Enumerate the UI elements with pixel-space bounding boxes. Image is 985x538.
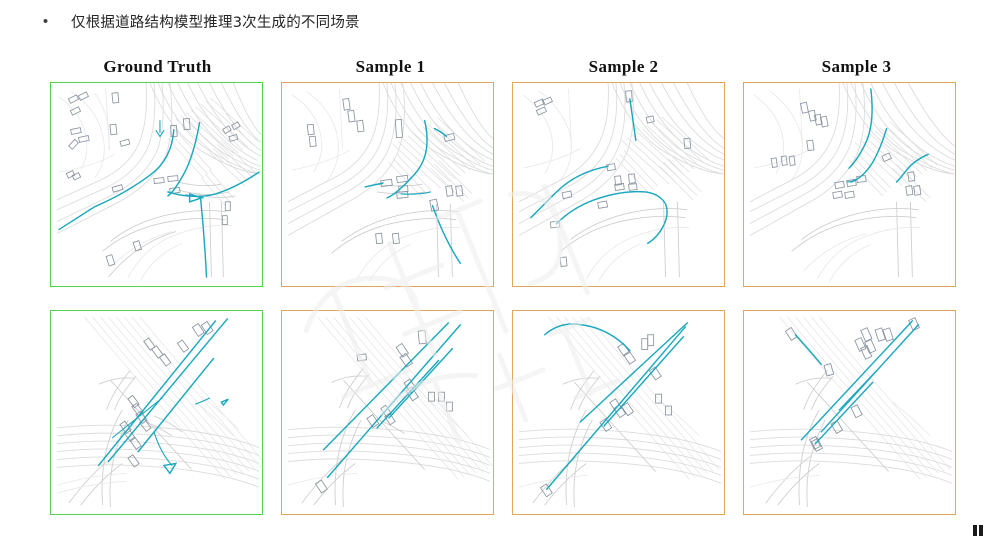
corner-mark — [973, 525, 983, 536]
scene-row-1 — [50, 82, 965, 287]
scene-render-sample-1-1 — [287, 83, 493, 283]
column-header-row: Ground Truth Sample 1 Sample 2 Sample 3 — [50, 56, 965, 82]
comparison-grid: Ground Truth Sample 1 Sample 2 Sample 3 — [50, 56, 965, 538]
panel-sample-3-scene-2[interactable] — [743, 310, 956, 515]
scene-render-sample-3-2 — [749, 316, 953, 508]
scene-render-sample-3-1 — [749, 83, 955, 283]
panel-sample-1-scene-1[interactable] — [281, 82, 494, 287]
panel-ground-truth-scene-2[interactable] — [50, 310, 263, 515]
panel-ground-truth-scene-1[interactable] — [50, 82, 263, 287]
column-header-sample-2: Sample 2 — [588, 57, 659, 76]
scene-render-ground-truth-1 — [56, 83, 262, 282]
panel-sample-2-scene-2[interactable] — [512, 310, 725, 515]
bullet-marker: • — [42, 12, 49, 30]
scene-render-sample-2-2 — [518, 316, 722, 508]
bullet-line: • 仅根据道路结构模型推理3次生成的不同场景 — [0, 5, 985, 37]
scene-row-2 — [50, 310, 965, 515]
column-header-ground-truth: Ground Truth — [103, 57, 212, 76]
scene-render-sample-2-1 — [518, 83, 724, 283]
corner-mark-bar-2 — [979, 525, 983, 536]
column-header-sample-3: Sample 3 — [821, 57, 892, 76]
panel-sample-2-scene-1[interactable] — [512, 82, 725, 287]
column-header-sample-1: Sample 1 — [355, 57, 426, 76]
panel-sample-3-scene-1[interactable] — [743, 82, 956, 287]
scene-render-sample-1-2 — [287, 316, 493, 508]
slide-bullet-text: 仅根据道路结构模型推理3次生成的不同场景 — [71, 14, 360, 31]
scene-render-ground-truth-2 — [56, 316, 262, 508]
corner-mark-bar-1 — [973, 525, 977, 536]
panel-sample-1-scene-2[interactable] — [281, 310, 494, 515]
